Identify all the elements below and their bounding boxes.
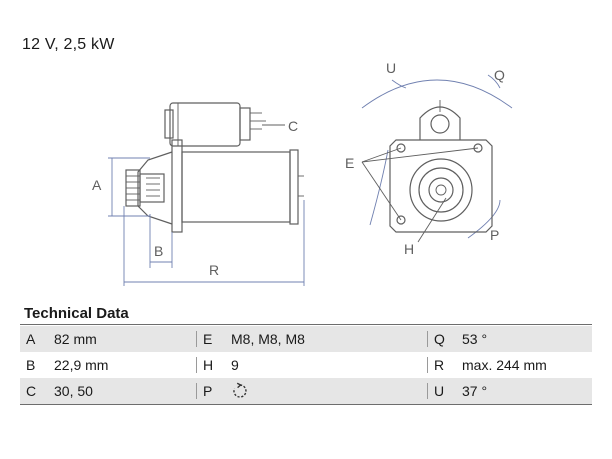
spec-value: 22,9 mm: [54, 357, 109, 373]
clockwise-rotation-icon: [233, 382, 247, 398]
side-view: A B C R: [92, 102, 305, 286]
spec-key: A: [20, 326, 48, 352]
front-view: U Q E H P: [345, 60, 513, 257]
spec-key: B: [26, 357, 36, 373]
spec-value: 30, 50: [48, 378, 196, 405]
spec-value: 53 °: [456, 326, 592, 352]
spec-key: H: [203, 357, 214, 373]
label-h: H: [404, 241, 414, 257]
spec-value: M8, M8, M8: [225, 326, 427, 352]
label-r: R: [209, 262, 219, 278]
spec-key: E: [197, 326, 225, 352]
spec-key: R: [434, 357, 445, 373]
label-a: A: [92, 177, 102, 193]
table-top-rule: [20, 324, 592, 325]
label-u: U: [386, 60, 396, 76]
spec-value: 9: [231, 357, 239, 373]
technical-data-table: A 82 mm E M8, M8, M8 Q 53 ° B 22,9 mm H …: [20, 326, 592, 405]
label-b: B: [154, 243, 163, 259]
technical-data-title: Technical Data: [24, 305, 129, 322]
product-headline: 12 V, 2,5 kW: [22, 36, 115, 53]
spec-key: U: [428, 378, 456, 405]
label-e: E: [345, 155, 354, 171]
table-row: A 82 mm E M8, M8, M8 Q 53 °: [20, 326, 592, 352]
spec-value-rotation: [225, 378, 427, 405]
spec-key: C: [20, 378, 48, 405]
spec-key: Q: [428, 326, 456, 352]
spec-value: max. 244 mm: [462, 357, 547, 373]
label-q: Q: [494, 67, 505, 83]
label-p: P: [490, 227, 499, 243]
spec-key: P: [197, 378, 225, 405]
table-row: C 30, 50 P U 37 °: [20, 378, 592, 405]
starter-motor-diagram: A B C R U Q E H P: [92, 60, 513, 286]
spec-value: 82 mm: [48, 326, 196, 352]
table-row: B 22,9 mm H 9 R max. 244 mm: [20, 352, 592, 378]
spec-value: 37 °: [456, 378, 592, 405]
label-c: C: [288, 118, 298, 134]
